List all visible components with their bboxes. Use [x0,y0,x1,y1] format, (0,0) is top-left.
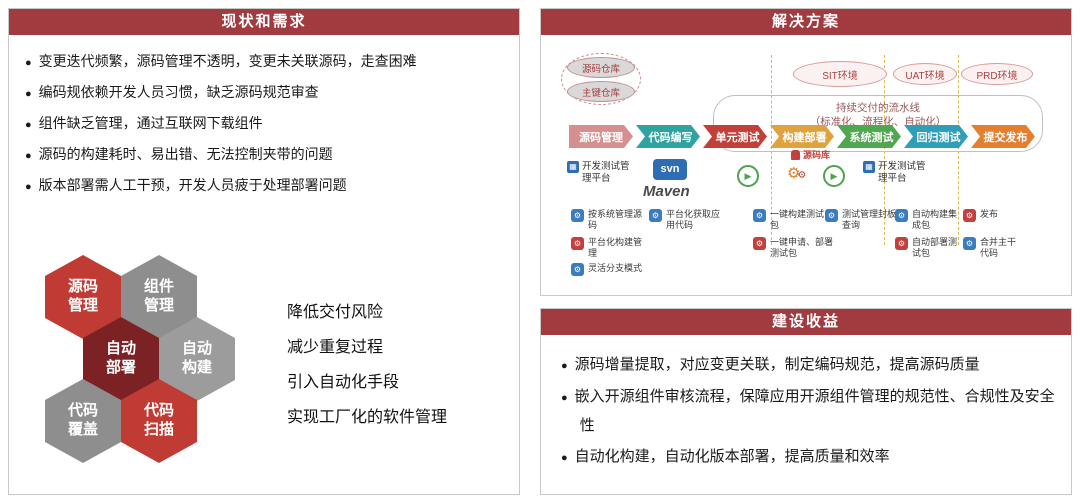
platform-icon [863,161,875,173]
feature-icon [895,237,908,250]
feature-label: 合并主干代码 [980,237,1017,259]
current-status-panel: 现状和需求 变更迭代频繁，源码管理不透明，变更未关联源码，走查困难 编码规依赖开… [8,8,520,495]
solution-panel: 解决方案 源码仓库 主键仓库 SIT环境 UAT环境 PRD环境 持续交付的流水… [540,8,1072,296]
feature-item: 合并主干代码 [963,237,1023,260]
goal-lines: 降低交付风险 减少重复过程 引入自动化手段 实现工厂化的软件管理 [287,295,447,435]
stage-build-deploy: 构建部署 [770,125,834,148]
feature-label: 发布 [980,209,999,219]
feature-label: 平台化获取应用代码 [666,209,721,231]
feature-label: 一键构建测试包 [770,209,825,231]
feature-item: 灵活分支模式 [571,263,649,276]
uat-env-ellipse: UAT环境 [893,63,957,85]
platform-label: 开发测试管理平台 [582,161,630,185]
pipeline: 源码管理 代码编写 单元测试 构建部署 系统测试 回归测试 提交发布 [569,125,1035,148]
benefits-bullets: 源码增量提取，对应变更关联，制定编码规范，提高源码质量 嵌入开源组件审核流程，保… [561,351,1057,472]
platform-right: 开发测试管理平台 [863,161,933,186]
benefits-panel: 建设收益 源码增量提取，对应变更关联，制定编码规范，提高源码质量 嵌入开源组件审… [540,308,1072,495]
feature-icon [649,209,662,222]
feature-icon [571,209,584,222]
platform-label: 开发测试管理平台 [878,161,926,185]
stage-coding: 代码编写 [636,125,700,148]
gear-icon: ⚙⚙ [787,164,806,183]
primary-repo-ellipse: 主键仓库 [567,81,635,102]
feature-icon [895,209,908,222]
source-lib-label: 源码库 [803,150,831,160]
bullet-item: 变更迭代频繁，源码管理不透明，变更未关联源码，走查困难 [25,47,509,78]
solution-title: 解决方案 [541,9,1071,35]
hexagon-auto-build: 自动 构建 [159,317,235,401]
feature-item: 一键申请、部署测试包 [753,237,833,260]
platform-left: 开发测试管理平台 [567,161,637,186]
database-icon [791,149,800,160]
feature-icon [963,209,976,222]
bullet-item: 自动化构建，自动化版本部署，提高质量和效率 [561,443,1057,472]
env-divider [958,55,959,245]
feature-icon [963,237,976,250]
stage-regression-test: 回归测试 [904,125,968,148]
gear-small-icon: ⚙ [797,170,807,181]
current-status-bullets: 变更迭代频繁，源码管理不透明，变更未关联源码，走查困难 编码规依赖开发人员习惯，… [25,47,509,202]
platform-icon [567,161,579,173]
hexagon-label: 组件 管理 [143,278,174,314]
feature-label: 测试管理封板查询 [842,209,897,231]
hexagon-label: 代码 覆盖 [67,402,98,438]
feature-label: 自动构建集成包 [912,209,958,231]
feature-label: 按系统管理源码 [588,209,643,231]
feature-label: 平台化构建管理 [588,237,643,259]
feature-item: 平台化构建管理 [571,237,649,260]
stage-release: 提交发布 [971,125,1035,148]
goal-line: 降低交付风险 [287,304,384,321]
feature-icon [753,209,766,222]
gear-large-icon: ⚙ [787,165,801,182]
stage-unit-test: 单元测试 [703,125,767,148]
hexagon-label: 源码 管理 [67,278,98,314]
feature-label: 灵活分支模式 [588,263,643,273]
goal-line: 引入自动化手段 [287,374,400,391]
play-icon [823,165,845,187]
hexagon-label: 自动 构建 [181,340,212,376]
feature-item: 按系统管理源码 [571,209,649,232]
feature-item: 测试管理封板查询 [825,209,897,232]
hexagon-label: 代码 扫描 [143,402,174,438]
feature-item: 发布 [963,209,1013,222]
feature-label: 自动部署测试包 [912,237,958,259]
svn-logo: svn [653,159,687,180]
source-repo-ellipse: 源码仓库 [567,57,635,78]
bullet-item: 源码的构建耗时、易出错、无法控制夹带的问题 [25,140,509,171]
env-divider [884,55,885,245]
feature-icon [571,237,584,250]
benefits-title: 建设收益 [541,309,1071,335]
maven-logo: Maven [643,183,690,200]
repo-group-outline [561,53,641,105]
feature-icon [825,209,838,222]
goal-line: 减少重复过程 [287,339,384,356]
goal-line: 实现工厂化的软件管理 [287,409,448,426]
feature-item: 自动构建集成包 [895,209,961,232]
hexagon-label: 自动 部署 [105,340,136,376]
feature-label: 一键申请、部署测试包 [770,237,834,259]
source-lib-tag: 源码库 [791,148,830,161]
bullet-item: 源码增量提取，对应变更关联，制定编码规范，提高源码质量 [561,351,1057,380]
prd-env-ellipse: PRD环境 [961,63,1033,85]
feature-item: 自动部署测试包 [895,237,961,260]
feature-item: 平台化获取应用代码 [649,209,721,232]
bullet-item: 组件缺乏管理，通过互联网下载组件 [25,109,509,140]
current-status-title: 现状和需求 [9,9,519,35]
hexagon-code-scan: 代码 扫描 [121,379,197,463]
sit-env-ellipse: SIT环境 [793,61,887,87]
feature-item: 一键构建测试包 [753,209,831,232]
env-divider [771,55,772,245]
play-icon [737,165,759,187]
feature-icon [571,263,584,276]
stage-system-test: 系统测试 [837,125,901,148]
bullet-item: 嵌入开源组件审核流程，保障应用开源组件管理的规范性、合规性及安全性 [561,383,1057,440]
stage-source-management: 源码管理 [569,125,633,148]
bullet-item: 编码规依赖开发人员习惯，缺乏源码规范审查 [25,78,509,109]
bullet-item: 版本部署需人工干预，开发人员疲于处理部署问题 [25,171,509,202]
feature-icon [753,237,766,250]
